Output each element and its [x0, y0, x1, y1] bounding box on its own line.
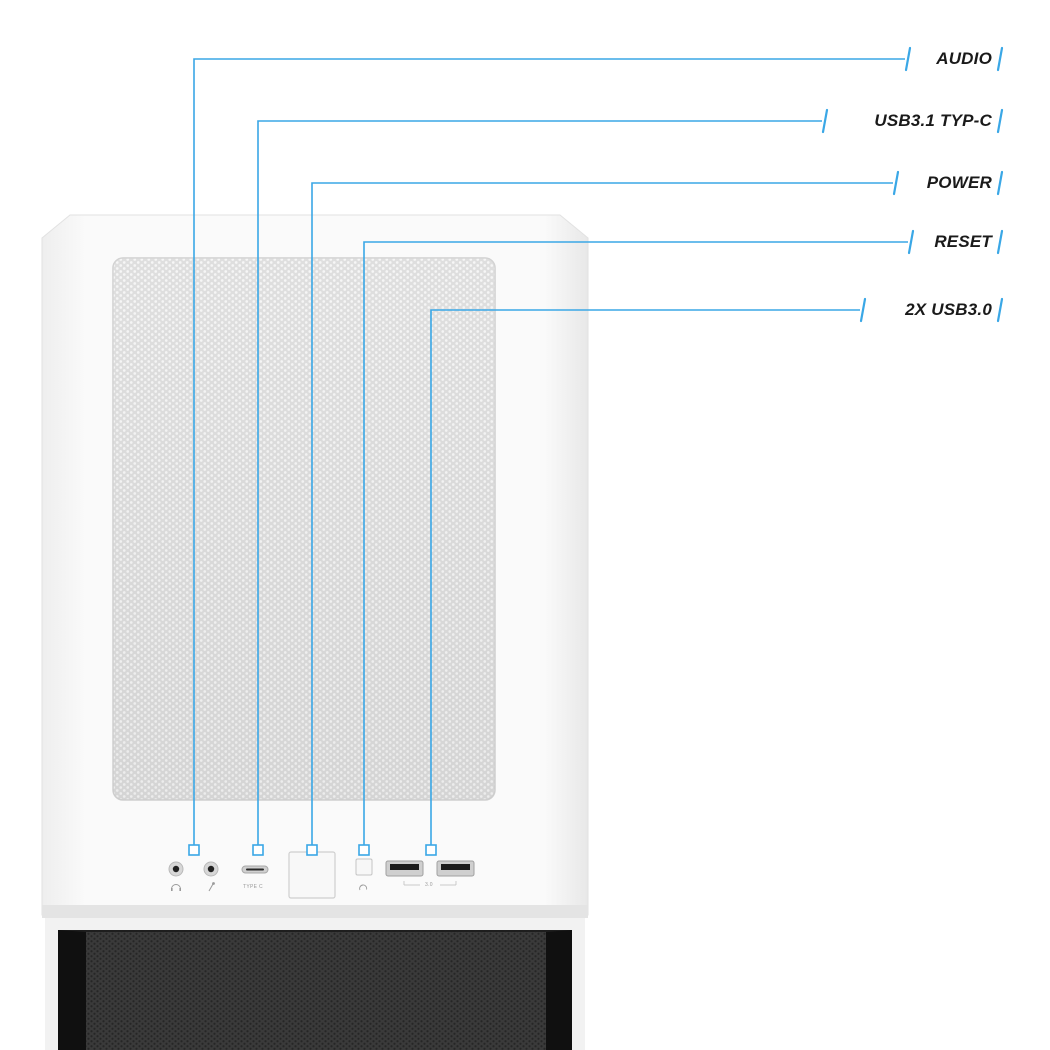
- front-panel: [45, 915, 585, 1050]
- callout-line-reset: [363, 241, 908, 845]
- callout-marker-power: [306, 844, 318, 856]
- callout-lines: [188, 58, 908, 856]
- callout-marker-usb3: [425, 844, 437, 856]
- callout-label-usb3: 2X USB3.0: [905, 300, 992, 319]
- callout-label-usb-c: USB3.1 TYP-C: [874, 111, 992, 130]
- headphone-icon: [171, 884, 181, 891]
- reset-button[interactable]: [355, 858, 373, 876]
- usb-group-caption: 3.0: [425, 882, 433, 888]
- reset-icon: [359, 884, 368, 891]
- callout-label-audio: AUDIO: [936, 49, 992, 68]
- callout-label-reset: RESET: [934, 232, 992, 251]
- callout-line-usb3: [430, 309, 860, 845]
- usb-c-caption: TYPE C: [243, 884, 263, 890]
- power-button[interactable]: [288, 851, 336, 899]
- microphone-icon: [208, 882, 215, 892]
- front-mesh: [86, 932, 546, 1050]
- callout-label-power: POWER: [926, 173, 992, 192]
- label-brackets: [821, 46, 1004, 323]
- callout-line-power: [311, 182, 893, 845]
- callout-marker-audio: [188, 844, 200, 856]
- io-panel: [168, 851, 475, 899]
- case-top: [41, 214, 589, 918]
- callout-marker-usb-c: [252, 844, 264, 856]
- callout-line-usb-c: [257, 120, 822, 845]
- callout-line-audio: [193, 58, 905, 845]
- callout-marker-reset: [358, 844, 370, 856]
